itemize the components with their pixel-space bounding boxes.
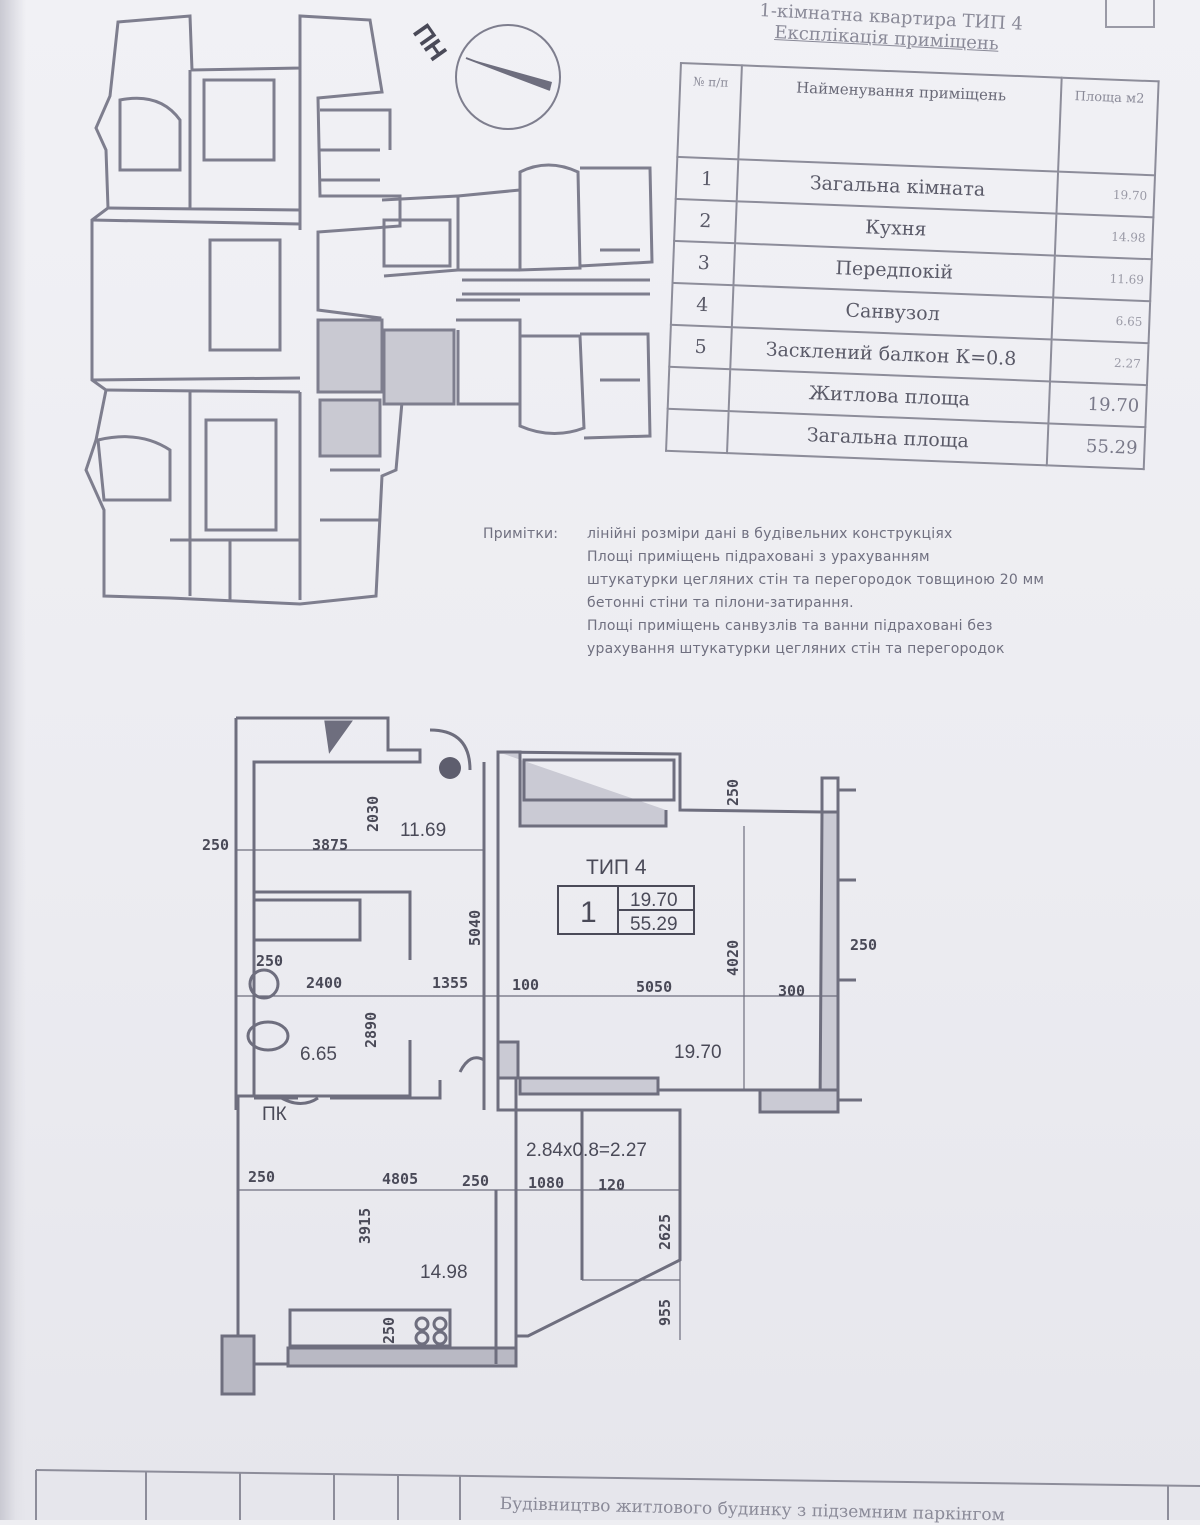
kitchen-area: 14.98 [420, 1262, 468, 1283]
notes-block: Примітки: лінійні розміри дані в будівел… [483, 523, 1198, 661]
type-total-area: 55.29 [630, 914, 678, 935]
living-area: 19.70 [674, 1042, 722, 1063]
dim-250a: 250 [202, 836, 229, 854]
note-line: урахування штукатурки цегляних стін та п… [587, 641, 1005, 657]
header-area: Площа м2 [1058, 77, 1159, 176]
compass-rose [455, 24, 561, 130]
dim-2625: 2625 [656, 1214, 674, 1250]
riser-marker [439, 757, 461, 779]
dim-955: 955 [656, 1299, 674, 1326]
note-line: лінійні розміри дані в будівельних конст… [587, 526, 953, 542]
dim-1355: 1355 [432, 974, 468, 992]
bath-area: 6.65 [300, 1044, 337, 1065]
dim-250e: 250 [248, 1168, 275, 1186]
note-line: бетонні стіни та пілони-затирання. [587, 595, 854, 611]
type-room-number: 1 [580, 896, 597, 929]
dim-1080: 1080 [528, 1174, 564, 1192]
note-line: Площі приміщень підраховані з урахування… [587, 549, 930, 565]
header-name: Найменування приміщень [738, 65, 1062, 172]
corner-stamp-box [1105, 0, 1155, 28]
dim-4020: 4020 [724, 940, 742, 976]
dim-2890: 2890 [362, 1012, 380, 1048]
dim-3875: 3875 [312, 836, 348, 854]
pk-label: ПК [262, 1104, 287, 1125]
compass-north-label: ПН [407, 18, 453, 66]
note-line: Площі приміщень санвузлів та ванни підра… [587, 618, 993, 634]
dim-300: 300 [778, 982, 805, 1000]
dim-2030: 2030 [364, 796, 382, 832]
note-line: штукатурки цегляних стін та перегородок … [587, 572, 1045, 588]
dim-250d: 250 [256, 952, 283, 970]
dim-250f: 250 [462, 1172, 489, 1190]
dim-5040: 5040 [466, 910, 484, 946]
title-block [35, 1469, 1200, 1520]
dim-250c: 250 [850, 936, 877, 954]
dim-120: 120 [598, 1176, 625, 1194]
dim-5050: 5050 [636, 978, 672, 996]
notes-label: Примітки: [483, 526, 559, 542]
dim-250b: 250 [724, 779, 742, 806]
dim-4805: 4805 [382, 1170, 418, 1188]
binding-shadow [0, 0, 26, 1520]
dim-250g: 250 [380, 1317, 398, 1344]
type-label: ТИП 4 [586, 856, 647, 879]
type-living-area: 19.70 [630, 890, 678, 911]
dim-2400: 2400 [306, 974, 342, 992]
apartment-plan [220, 716, 862, 1396]
header-num: № п/п [677, 63, 742, 160]
building-floor-plan [84, 14, 654, 606]
dim-100: 100 [512, 976, 539, 994]
hall-area: 11.69 [400, 820, 446, 841]
explication-table: № п/п Найменування приміщень Площа м2 1 … [665, 62, 1160, 470]
dim-3915: 3915 [356, 1208, 374, 1244]
balcony-formula: 2.84x0.8=2.27 [526, 1140, 647, 1161]
